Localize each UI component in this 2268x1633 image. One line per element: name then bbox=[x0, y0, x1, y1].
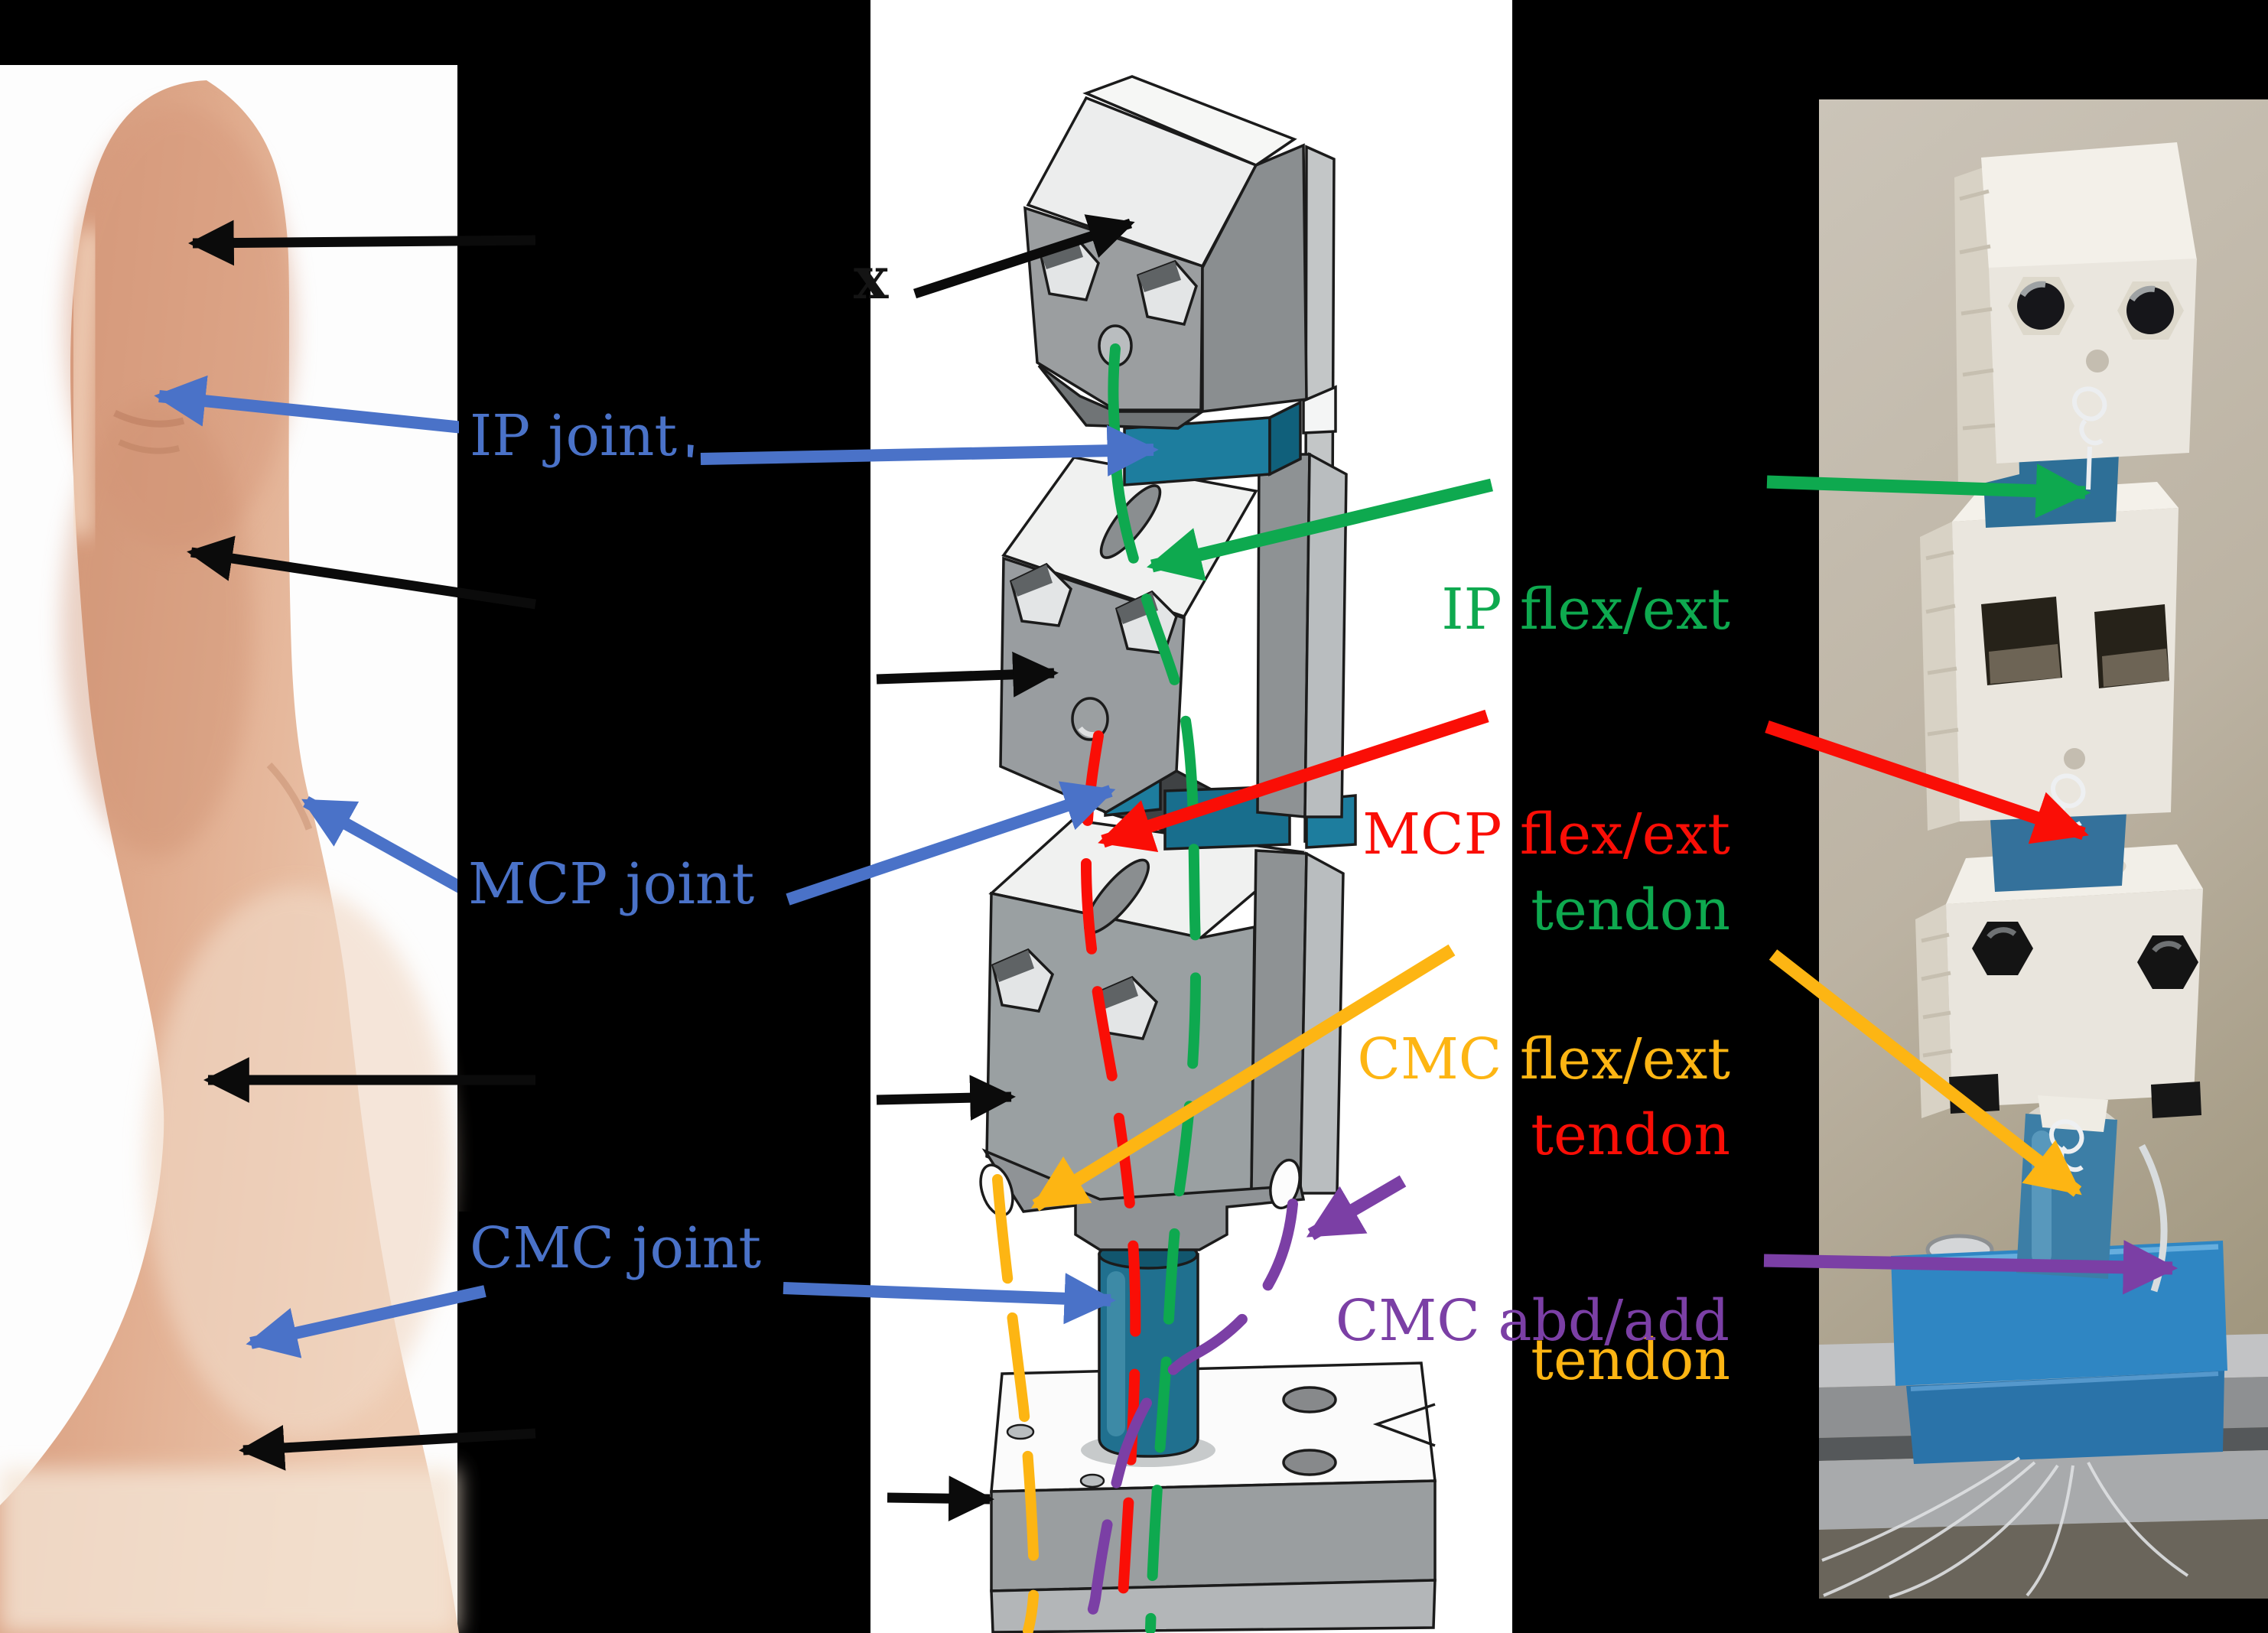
label-ip-joint: IP joint bbox=[459, 399, 688, 473]
tendon-yellow-dashed bbox=[992, 1174, 1040, 1633]
arrow-blue-cmc-cad bbox=[783, 1273, 1116, 1325]
arrow-red-mcp-tendon-photo bbox=[1765, 720, 2089, 844]
arrow-blue-ip-cad bbox=[700, 425, 1159, 477]
tendon-red-dashed bbox=[1080, 730, 1141, 1633]
label-cmc-abd-tendon-line2: & pro/sup bbox=[1336, 1608, 1729, 1633]
right-photo-panel bbox=[1819, 99, 2268, 1599]
label-cmc-joint: CMC joint bbox=[459, 1212, 773, 1285]
cad-proximal-block bbox=[999, 452, 1348, 818]
annotation-arrows bbox=[154, 214, 2179, 1522]
label-cmc-abd-tendon-line1: CMC abd/add bbox=[1335, 1288, 1729, 1354]
prototype-mcp-joint bbox=[1990, 812, 2126, 892]
arrow-blue-mcp-cad bbox=[786, 781, 1116, 906]
label-ip-tendon: IP flex/ext tendon bbox=[1441, 359, 1730, 1061]
arrow-green-ip-tendon-cad bbox=[1147, 478, 1493, 581]
arrow-red-mcp-tendon-cad bbox=[1098, 709, 1489, 852]
arrow-yellow-cmc-tendon-photo bbox=[1769, 949, 2082, 1197]
cad-distal-block bbox=[1023, 75, 1308, 430]
label-mcp-tendon-line2: tendon bbox=[1531, 1102, 1730, 1168]
arrow-black-thumb-tip bbox=[188, 220, 536, 266]
arrow-black-thumb-wrist bbox=[239, 1425, 536, 1471]
label-ip-tendon-line2: tendon bbox=[1531, 877, 1730, 943]
loose-filaments bbox=[1821, 1456, 2189, 1599]
arrow-black-cad-base bbox=[887, 1475, 994, 1522]
arrow-black-thumb-proximal bbox=[187, 535, 536, 610]
arrow-purple-abd-tendon-photo bbox=[1763, 1240, 2179, 1295]
label-cmc-abd-tendon: CMC abd/add & pro/sup tendon bbox=[1336, 1034, 1729, 1633]
arrow-black-cad-metacarpal bbox=[876, 1075, 1016, 1121]
cad-model bbox=[979, 75, 1437, 1633]
label-mcp-tendon: MCP flex/ext tendon bbox=[1362, 584, 1730, 1286]
label-ip-tendon-line1: IP flex/ext bbox=[1441, 577, 1730, 642]
label-cmc-tendon: CMC flex/ext tendon bbox=[1357, 809, 1730, 1511]
cad-ip-joint bbox=[1123, 385, 1337, 486]
arrow-blue-cmc-thumb bbox=[246, 1285, 486, 1358]
label-mcp-tendon-line1: MCP flex/ext bbox=[1362, 802, 1730, 867]
arrow-yellow-cmc-tendon-cad bbox=[1030, 944, 1456, 1212]
prototype-distal-block bbox=[1954, 142, 2197, 490]
tendon-green-dashed bbox=[1111, 469, 1202, 1633]
arrow-black-cad-distal bbox=[913, 214, 1135, 299]
tendon-purple-dashed bbox=[1078, 1199, 1298, 1633]
label-mcp-joint: MCP joint bbox=[457, 847, 766, 921]
label-cmc-tendon-line2: tendon bbox=[1531, 1327, 1730, 1393]
label-cropped-word: x bbox=[854, 244, 889, 312]
arrow-purple-abd-tendon-cad bbox=[1306, 1175, 1407, 1241]
label-cmc-tendon-line1: CMC flex/ext bbox=[1357, 1026, 1730, 1092]
cad-tendons bbox=[992, 343, 1298, 1633]
cad-metacarpal-block bbox=[979, 818, 1345, 1251]
prototype-proximal-block bbox=[1920, 482, 2179, 831]
thumb-image bbox=[0, 80, 459, 1633]
arrow-green-ip-tendon-photo bbox=[1766, 464, 2091, 519]
cad-cmc-cylinder bbox=[1098, 1239, 1199, 1458]
arrow-black-cad-proximal bbox=[876, 651, 1059, 698]
